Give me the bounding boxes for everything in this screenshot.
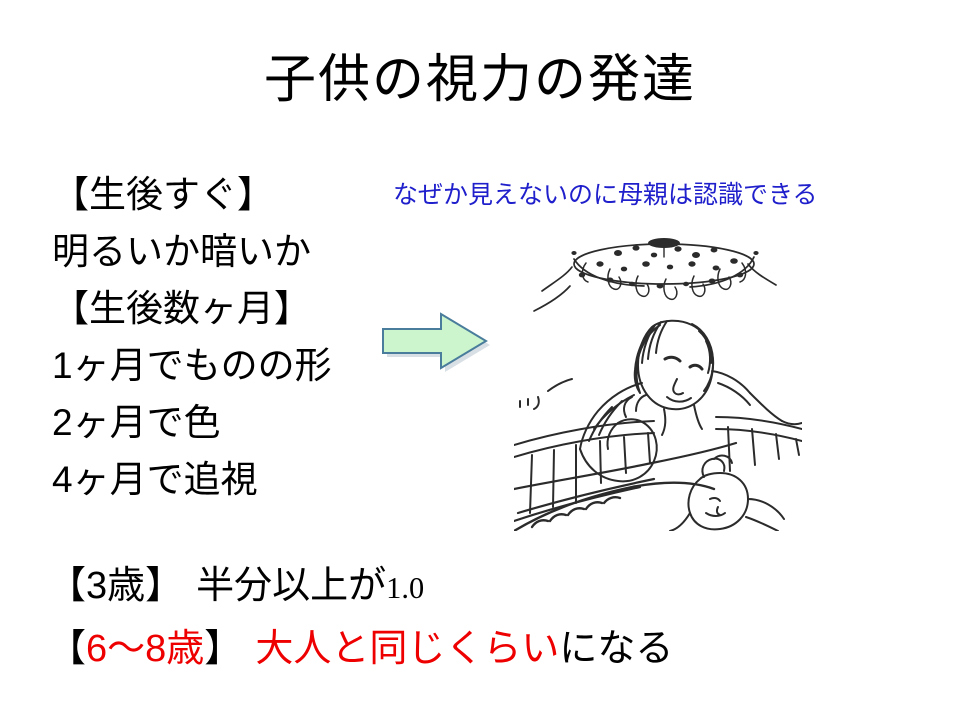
bullet-months-heading: 【生後数ヶ月】 xyxy=(52,288,311,329)
age-3-acuity-value: 1.0 xyxy=(386,571,425,605)
bullet-month-1-shape: 1ヶ月でものの形 xyxy=(52,345,332,386)
age-6-8-bracket-close: 】 xyxy=(204,628,243,670)
crib-rail xyxy=(514,416,802,514)
age-3-body: 半分以上が xyxy=(196,565,387,607)
bullet-newborn-heading: 【生後すぐ】 xyxy=(52,174,274,215)
green-right-arrow xyxy=(374,305,492,377)
bullet-age-6-8: 【6～8歳】大人と同じくらいになる xyxy=(48,619,828,680)
age-3-bracket: 【3歳】 xyxy=(48,565,184,607)
bullet-list-lower: 【3歳】半分以上が1.0 【6～8歳】大人と同じくらいになる xyxy=(48,556,828,680)
arrow-shape xyxy=(382,312,488,370)
annotation-text: なぜか見えないのに母親は認識できる xyxy=(393,181,818,209)
baby-figure xyxy=(669,454,785,531)
age-6-8-range: 6～8歳 xyxy=(86,628,205,670)
mother-figure xyxy=(633,319,715,436)
age-6-8-bracket-open: 【 xyxy=(48,628,87,670)
mobile-hub xyxy=(648,238,680,258)
mother-right-arm xyxy=(711,370,802,426)
bullet-month-2-color: 2ヶ月で色 xyxy=(52,402,221,443)
bullet-list-upper: 【生後すぐ】 明るいか暗いか 【生後数ヶ月】 1ヶ月でものの形 2ヶ月で色 4ヶ… xyxy=(52,166,472,508)
bullet-age-3: 【3歳】半分以上が1.0 xyxy=(48,556,828,619)
bullet-newborn-detail: 明るいか暗いか xyxy=(52,231,311,272)
bullet-month-4-tracking: 4ヶ月で追視 xyxy=(52,459,258,500)
page-title: 子供の視力の発達 xyxy=(263,51,696,109)
age-6-8-tail: になる xyxy=(559,628,674,670)
mother-and-baby-illustration xyxy=(514,231,802,531)
age-6-8-emphasis: 大人と同じくらい xyxy=(255,628,560,670)
mobile-beads xyxy=(571,245,759,289)
quilt-edge xyxy=(514,481,716,531)
stray-marks xyxy=(519,378,573,410)
